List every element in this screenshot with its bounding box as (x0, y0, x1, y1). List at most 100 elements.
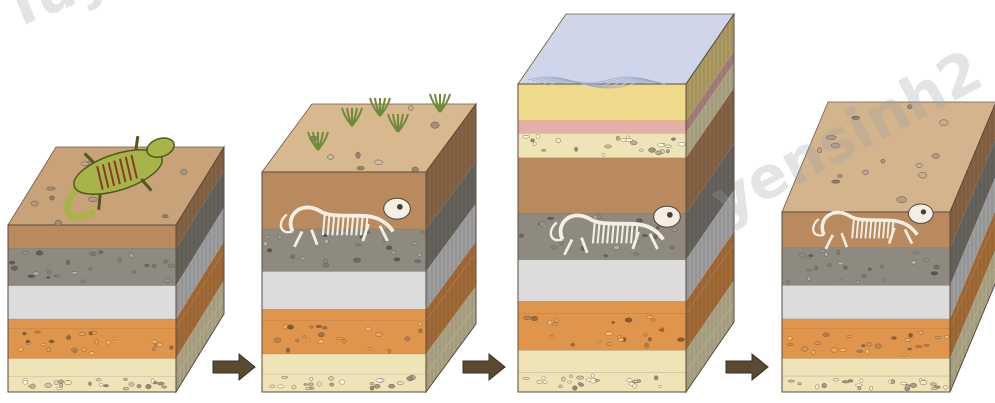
pebble (550, 335, 554, 337)
surface-rock (897, 197, 907, 203)
front-stratum-3 (518, 158, 686, 214)
pebble (905, 338, 911, 341)
front-stratum-7 (518, 314, 686, 351)
front-stratum-6 (518, 301, 686, 314)
pebble (90, 252, 97, 256)
pebble (658, 143, 665, 147)
surface-rock (852, 116, 860, 120)
pebble (569, 375, 572, 378)
pebble (58, 380, 63, 384)
pebble (651, 319, 655, 321)
process-arrow (726, 354, 768, 380)
pebble (875, 344, 882, 348)
pebble (633, 253, 638, 255)
pebble (81, 280, 85, 283)
pebble (597, 341, 601, 343)
surface-rock (55, 220, 62, 226)
pebble (336, 337, 342, 339)
pebble (308, 383, 313, 386)
front-stratum-3 (782, 319, 950, 329)
pebble (559, 385, 563, 388)
front-stratum-5 (782, 358, 950, 376)
pebble (655, 151, 662, 155)
pebble (73, 350, 77, 353)
pebble (591, 374, 594, 377)
surface-rock (412, 167, 419, 172)
pebble (537, 380, 543, 383)
pebble (931, 272, 938, 276)
pebble (649, 148, 656, 153)
pebble (919, 331, 924, 334)
front-stratum-1 (782, 248, 950, 286)
front-stratum-8 (518, 350, 686, 373)
pebble (151, 379, 154, 383)
pebble (99, 251, 103, 254)
surface-rock (831, 143, 840, 147)
pebble (324, 239, 328, 244)
pebble (555, 318, 559, 323)
pebble (23, 380, 28, 384)
pebble (819, 250, 825, 253)
pebble (666, 150, 669, 153)
front-stratum-5 (8, 359, 176, 377)
pebble (547, 217, 554, 219)
pebble (531, 139, 535, 142)
pebble (129, 253, 133, 257)
pebble (519, 234, 524, 238)
stage-3-sediment (518, 14, 734, 393)
pebble (46, 276, 50, 278)
pebble (913, 252, 919, 254)
eye-socket (921, 209, 926, 214)
pebble (920, 380, 927, 385)
pebble (263, 242, 267, 246)
pebble (523, 377, 530, 379)
pebble (342, 339, 346, 344)
pebble (882, 278, 886, 282)
pebble (154, 344, 157, 346)
front-stratum-0 (8, 225, 176, 249)
pebble (908, 348, 912, 350)
pebble (26, 340, 30, 343)
pebble (168, 264, 175, 268)
pebble (57, 387, 63, 389)
pebble (847, 335, 852, 337)
pebble (856, 280, 860, 284)
pebble (152, 347, 155, 350)
pebble (909, 333, 913, 337)
pebble (935, 336, 941, 338)
pebble (316, 325, 322, 327)
pebble (355, 244, 361, 246)
pebble (924, 344, 929, 346)
pebble (99, 383, 103, 386)
pebble (902, 354, 907, 356)
pebble (304, 383, 308, 385)
pebble (277, 385, 284, 388)
pebble (837, 250, 840, 255)
pebble (665, 145, 672, 148)
pebble (671, 138, 675, 141)
pebble (523, 316, 530, 319)
pebble (602, 153, 605, 156)
surface-rock (181, 169, 187, 175)
front-stratum-5 (262, 354, 426, 375)
pebble (807, 269, 813, 271)
pebble (548, 320, 552, 325)
surface-rock (409, 105, 414, 110)
pebble (392, 250, 396, 254)
pebble (531, 316, 538, 321)
pebble (605, 145, 612, 148)
pebble (604, 255, 608, 257)
surface-rock (939, 120, 948, 126)
pebble (860, 378, 863, 382)
pebble (64, 380, 71, 384)
surface-rock (907, 105, 912, 109)
pebble (60, 383, 63, 387)
pebble (146, 384, 152, 389)
pebble (405, 337, 410, 341)
pebble (317, 382, 321, 386)
pebble (561, 377, 565, 382)
pebble (137, 384, 141, 388)
front-stratum-5 (518, 260, 686, 302)
pebble (303, 336, 306, 338)
